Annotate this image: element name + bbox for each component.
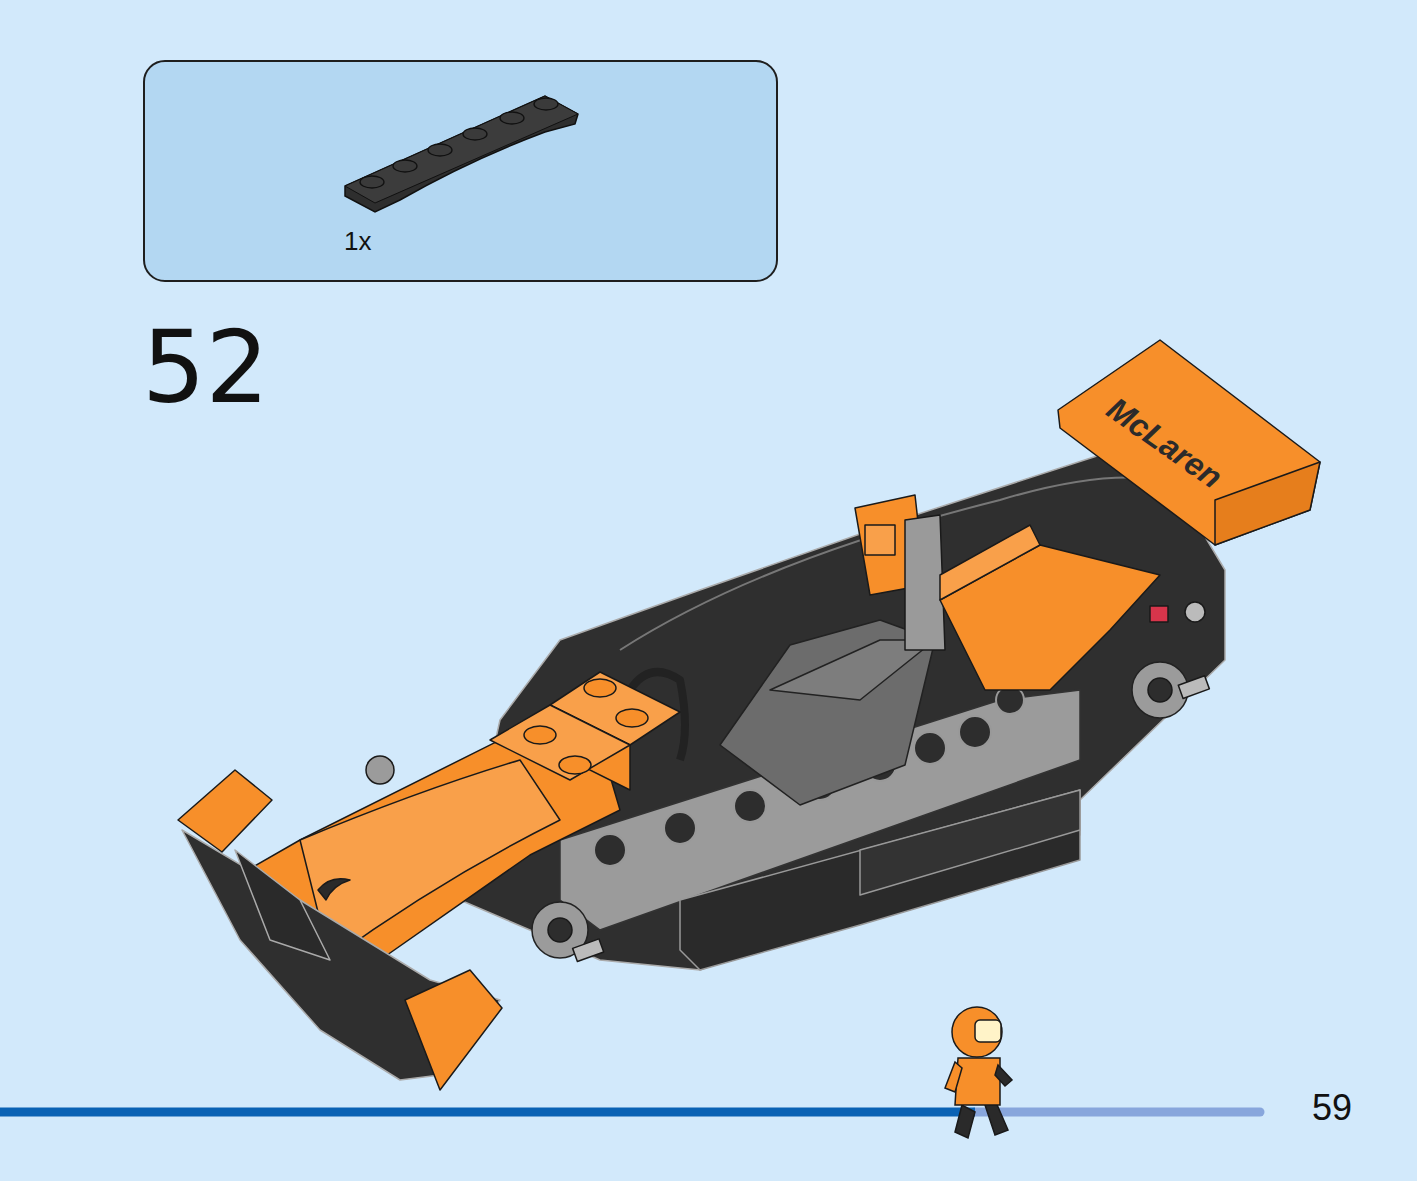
car-illustration-part-part <box>734 790 766 822</box>
part-curved-plate-part <box>345 96 578 212</box>
minifigure-part <box>945 1062 962 1092</box>
car-illustration-part <box>235 850 330 960</box>
car-illustration-part-part <box>594 834 626 866</box>
car-illustration-part <box>490 705 630 780</box>
car-illustration-part-part <box>559 756 591 774</box>
car-illustration-part-part <box>914 732 946 764</box>
part-count: 1x <box>344 228 371 254</box>
car-illustration-part <box>1148 678 1172 702</box>
car-illustration-part <box>573 939 604 962</box>
part-curved-plate-part-part <box>360 176 384 188</box>
part-curved-plate-part-part <box>428 144 452 156</box>
minifigure-part <box>952 1007 1002 1057</box>
car-illustration-part <box>905 515 945 650</box>
car-illustration-part <box>940 525 1040 600</box>
car-illustration-part <box>460 455 1225 970</box>
car-illustration-part <box>1185 602 1205 622</box>
car-illustration-part <box>720 620 935 805</box>
car-illustration-part <box>366 756 394 784</box>
minifigure-part <box>955 1058 1000 1105</box>
car-illustration-part-part <box>584 679 616 697</box>
part-curved-plate-part <box>360 98 558 188</box>
part-curved-plate-part-part <box>534 98 558 110</box>
car-illustration-part <box>1178 676 1209 699</box>
car-illustration-part-part <box>616 709 648 727</box>
minifigure <box>945 1007 1012 1138</box>
car-illustration <box>178 340 1320 1090</box>
car-illustration-part <box>1058 340 1320 545</box>
car-illustration-part <box>405 970 502 1090</box>
logo-decal: McLaren <box>1102 392 1228 494</box>
parts-callout: 1x <box>143 60 778 282</box>
car-illustration-part <box>318 879 350 900</box>
progress-bar-part <box>975 1108 1260 1117</box>
minifigure-part <box>955 1105 975 1138</box>
car-illustration-part-part <box>664 812 696 844</box>
part-curved-plate-part-part <box>393 160 417 172</box>
car-illustration-part <box>178 770 272 852</box>
callout-fill <box>144 61 777 281</box>
car-illustration-part <box>865 525 895 555</box>
progress-bar <box>0 1112 1260 1113</box>
car-illustration-part <box>1150 606 1168 622</box>
part-curved-plate-part-part <box>500 112 524 124</box>
car-illustration-part <box>1215 462 1320 545</box>
part-curved-plate-part-part <box>463 128 487 140</box>
car-illustration-part-part <box>524 726 556 744</box>
page-number: 59 <box>1312 1090 1352 1126</box>
car-illustration-part <box>548 918 572 942</box>
car-illustration-part <box>524 679 648 774</box>
minifigure-part <box>975 1020 1001 1042</box>
minifigure-part <box>995 1065 1012 1086</box>
step-number: 52 <box>142 318 269 418</box>
car-illustration-part-part <box>959 716 991 748</box>
part-curved-plate <box>345 96 578 212</box>
car-illustration-part <box>860 790 1080 895</box>
car-illustration-part <box>680 790 1080 970</box>
progress-bar-part <box>0 1108 975 1117</box>
part-curved-plate-part <box>345 96 578 203</box>
